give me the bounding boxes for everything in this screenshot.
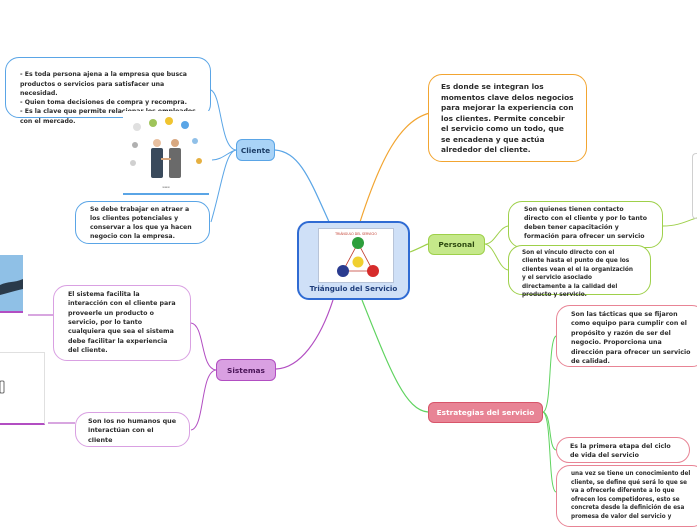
link-central-personal bbox=[409, 243, 429, 253]
main-description-note[interactable]: Es donde se integran los momentos clave … bbox=[428, 74, 587, 162]
triangle-image-caption: TRIÁNGULO DEL SERVICIO bbox=[334, 231, 377, 236]
svg-text:www: www bbox=[162, 185, 170, 189]
branch-estrategias[interactable]: Estrategias del servicio bbox=[428, 402, 543, 423]
estrategia-tactics-note[interactable]: Son las tácticas que se fijaron como equ… bbox=[556, 305, 697, 367]
hands-photo-fragment bbox=[0, 255, 23, 313]
branch-sistemas[interactable]: Sistemas bbox=[216, 359, 276, 381]
device-image-fragment bbox=[0, 352, 45, 425]
branch-cliente[interactable]: Cliente bbox=[236, 139, 275, 161]
personal-link-note[interactable]: Son el vínculo directo con el cliente ha… bbox=[508, 245, 651, 298]
link-central-desc bbox=[359, 112, 431, 223]
personal-contact-note[interactable]: Son quienes tienen contacto directo con … bbox=[508, 201, 663, 248]
estrategia-value-note[interactable]: una vez se tiene un conocimiento del cli… bbox=[556, 465, 697, 527]
central-title: Triángulo del Servicio bbox=[309, 284, 398, 293]
offscreen-personal-node-edge bbox=[692, 153, 697, 219]
service-triangle-image: TRIÁNGULO DEL SERVICIO bbox=[318, 228, 394, 283]
link-central-sistemas bbox=[275, 299, 334, 370]
link-central-cliente bbox=[274, 149, 331, 225]
estrategia-first-stage-note[interactable]: Es la primera etapa del ciclo de vida de… bbox=[556, 437, 690, 463]
sistemas-facilitate-note[interactable]: El sistema facilita la interacción con e… bbox=[53, 285, 191, 361]
branch-personal[interactable]: Personal bbox=[428, 234, 485, 255]
link-central-estrategias bbox=[361, 299, 429, 413]
central-node[interactable]: TRIÁNGULO DEL SERVICIO Triángulo del Ser… bbox=[297, 221, 410, 300]
handshake-illustration: www bbox=[123, 111, 209, 195]
sistemas-nonhuman-note[interactable]: Son los no humanos que interactúan con e… bbox=[75, 412, 190, 447]
main-description-text: Es donde se integran los momentos clave … bbox=[441, 82, 574, 155]
cliente-definition-note[interactable]: - Es toda persona ajena a la empresa que… bbox=[5, 57, 211, 125]
cliente-attract-note[interactable]: Se debe trabajar en atraer a los cliente… bbox=[75, 201, 210, 244]
